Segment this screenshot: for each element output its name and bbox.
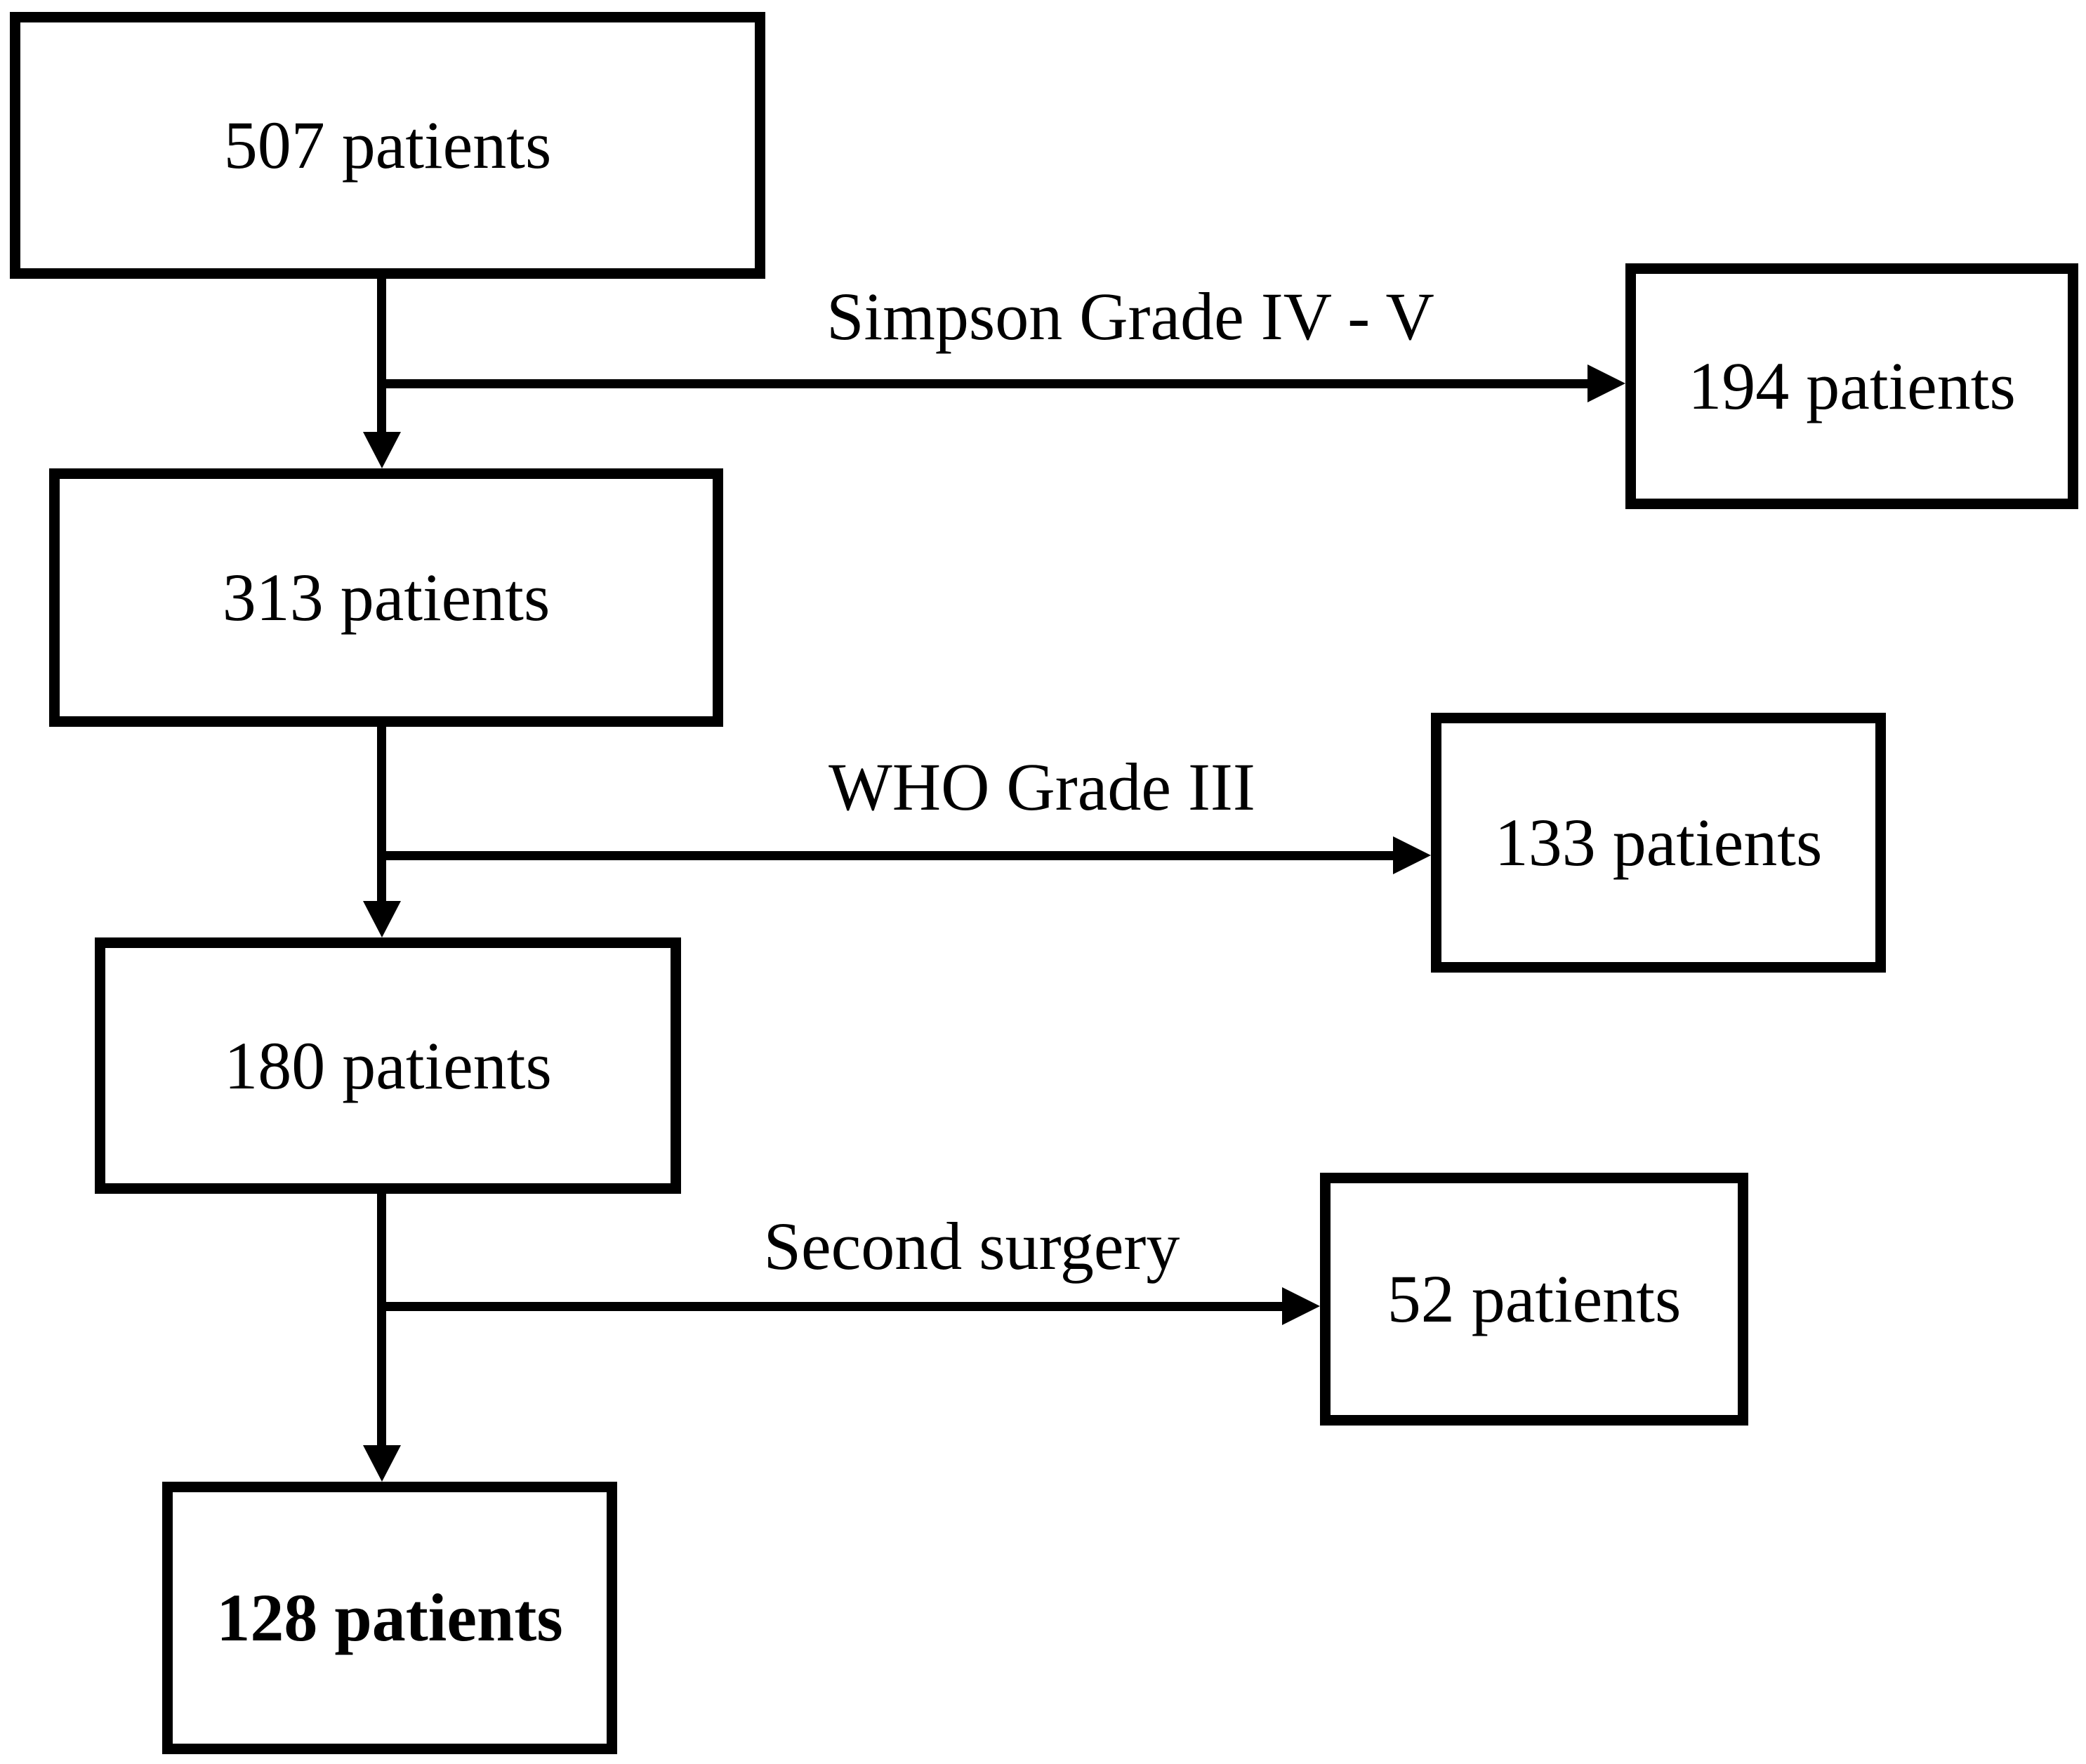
- node-180-patients: 180 patients: [95, 937, 681, 1194]
- node-52-patients-label: 52 patients: [1387, 1261, 1682, 1337]
- node-507-patients: 507 patients: [10, 12, 765, 279]
- edge-507-to-194-line: [377, 379, 1590, 388]
- node-133-patients: 133 patients: [1431, 713, 1886, 973]
- node-507-patients-label: 507 patients: [223, 107, 552, 183]
- edge-180-to-128-line: [377, 1192, 386, 1451]
- node-52-patients: 52 patients: [1320, 1173, 1748, 1426]
- arrowhead-right-to-194: [1587, 364, 1625, 402]
- node-313-patients: 313 patients: [49, 468, 723, 727]
- arrowhead-down-to-180: [363, 901, 401, 937]
- node-128-patients: 128 patients: [162, 1482, 617, 1754]
- edge-label-simpson-grade: Simpson Grade IV - V: [826, 279, 1434, 354]
- edge-label-who-grade: WHO Grade III: [829, 749, 1255, 824]
- node-133-patients-label: 133 patients: [1494, 805, 1823, 881]
- edge-label-second-surgery: Second surgery: [763, 1209, 1180, 1284]
- node-194-patients: 194 patients: [1625, 263, 2078, 509]
- edge-180-to-52-line: [377, 1302, 1285, 1311]
- node-194-patients-label: 194 patients: [1688, 348, 2016, 424]
- node-313-patients-label: 313 patients: [222, 560, 550, 636]
- node-180-patients-label: 180 patients: [224, 1027, 552, 1103]
- edge-313-to-180-line: [377, 725, 386, 907]
- arrowhead-down-to-128: [363, 1445, 401, 1482]
- edge-507-to-313-line: [377, 277, 386, 437]
- edge-313-to-133-line: [377, 851, 1396, 860]
- node-128-patients-label: 128 patients: [216, 1580, 563, 1656]
- arrowhead-right-to-133: [1393, 836, 1431, 874]
- arrowhead-down-to-313: [363, 432, 401, 468]
- arrowhead-right-to-52: [1282, 1287, 1320, 1325]
